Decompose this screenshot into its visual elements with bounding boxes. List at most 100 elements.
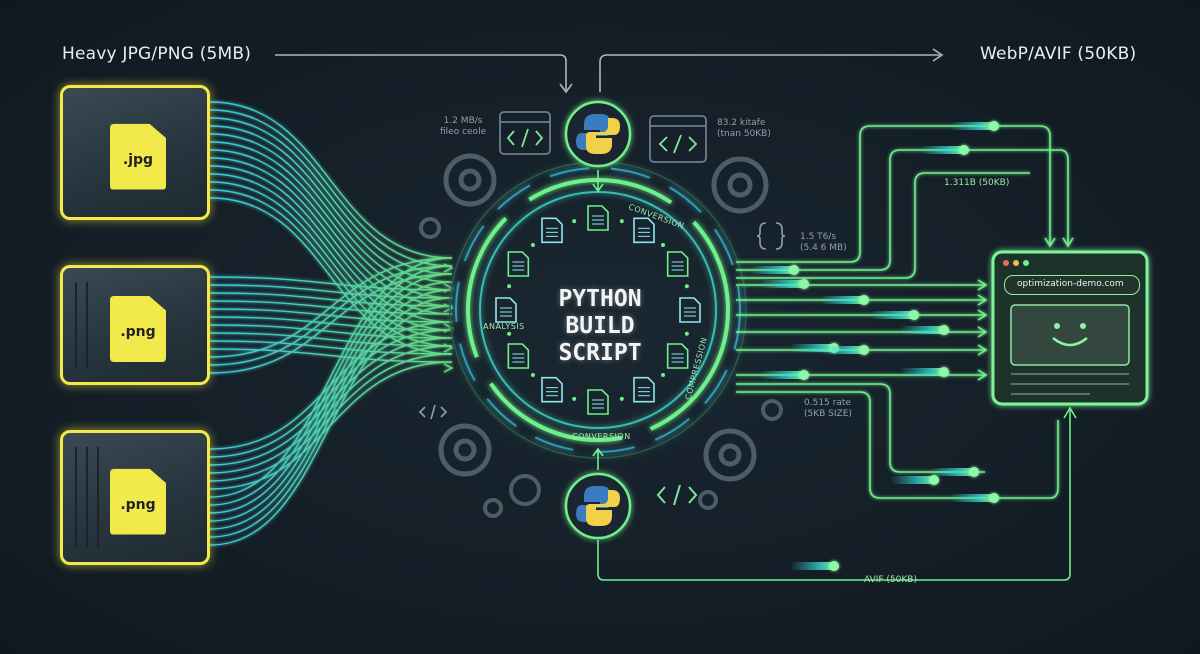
flow-line [209,141,453,299]
cycle-arrow [530,242,535,247]
python-logo-icon [564,100,632,168]
smiley-panel [1010,304,1130,366]
flow-line [209,117,453,275]
file-extension-label: .jpg [122,151,154,168]
document-icon [633,217,655,244]
flow-arrowhead [443,343,454,353]
header-arrow-output [599,48,944,92]
output-line [736,149,1069,271]
cycle-arrow [572,219,577,224]
output-arrowhead [1062,237,1074,248]
code-window-icon [649,115,707,163]
flow-line [209,289,453,530]
data-comet [790,561,839,571]
flow-line [209,149,453,307]
output-arrowhead [977,279,988,291]
flow-line [209,273,453,514]
gear-icon [419,217,441,239]
input-file-box: .png [60,265,210,385]
box-layer [75,282,77,368]
flow-line [209,181,453,339]
flow-line [209,157,453,315]
annotation-right-mid-1: 1.5 T6/s (5.4 6 MB) [800,232,847,253]
output-label: WebP/AVIF (50KB) [980,44,1137,64]
browser-url: optimization-demo.com [1017,279,1124,289]
center-title-line: SCRIPT [558,340,642,366]
flow-line [209,273,453,374]
data-comet [900,325,949,335]
document-icon [507,251,530,277]
box-layer [86,447,88,548]
flow-line [209,284,453,299]
flow-line [209,265,453,366]
gear-icon [698,490,718,510]
cycle-arrow [661,242,666,247]
code-brackets-icon [656,484,698,506]
flow-line [209,257,453,358]
flow-line [209,305,453,546]
file-document-icon: .png [110,296,166,362]
data-comet [920,145,969,155]
output-arrowhead [977,344,988,356]
center-title: PYTHON BUILD SCRIPT [500,286,700,367]
file-extension-label: .png [120,496,156,513]
cycle-arrow [507,331,512,336]
flow-arrowhead [443,263,454,273]
gear-icon [483,498,503,518]
flow-line [209,292,453,307]
code-brackets-icon [418,404,448,420]
output-arrowhead [977,369,988,381]
gear-icon [711,156,769,214]
cycle-arrow [684,284,689,289]
data-comet [950,121,999,131]
document-icon [507,343,530,369]
output-line [736,391,1059,499]
flow-line [209,348,453,363]
cycle-arrow [530,373,535,378]
flow-line [209,257,453,498]
browser-dots [1003,260,1029,266]
flow-line [209,101,453,259]
cycle-arrow [619,219,624,224]
flow-line [209,189,453,347]
input-file-box: .jpg [60,85,210,220]
header-arrow-input [275,54,573,94]
flow-arrowhead [443,303,454,313]
output-arrowhead [977,294,988,306]
data-comet [870,310,919,320]
data-comet [750,265,799,275]
flow-arrowhead [443,363,454,373]
flow-line [209,324,453,339]
gear-icon [703,428,757,482]
browser-text-lines [1011,373,1129,395]
curly-braces-icon [756,222,786,250]
input-label: Heavy JPG/PNG (5MB) [62,44,252,64]
center-title-line: PYTHON [558,286,642,312]
annotation-bottom: AVIF (50KB) [864,575,917,585]
data-comet [900,367,949,377]
box-layer [97,447,99,548]
python-logo-icon [564,472,632,540]
flow-line [209,109,453,267]
output-comets [750,121,999,571]
document-icon [587,389,609,415]
connector-arrow [592,170,1077,581]
document-icon [666,343,689,369]
flow-line [209,197,453,355]
annotation-right-top: 1.311B (50KB) [944,178,1010,188]
data-comet [760,370,809,380]
center-title-line: BUILD [565,313,635,339]
cycle-arrow [507,284,512,289]
output-arrowhead [977,309,988,321]
data-comet [890,475,939,485]
document-icon [587,205,609,231]
annotation-top-left: 1.2 MB/s fileo ceole [440,116,487,137]
ring-label-left: ANALYSIS [483,322,525,331]
document-icon [666,251,689,277]
box-layer [75,447,77,548]
data-comet [930,467,979,477]
code-window-icon [499,111,551,155]
annotation-top-right: 83.2 kitafe (tnan 50KB) [717,118,771,139]
document-icon [495,297,517,323]
